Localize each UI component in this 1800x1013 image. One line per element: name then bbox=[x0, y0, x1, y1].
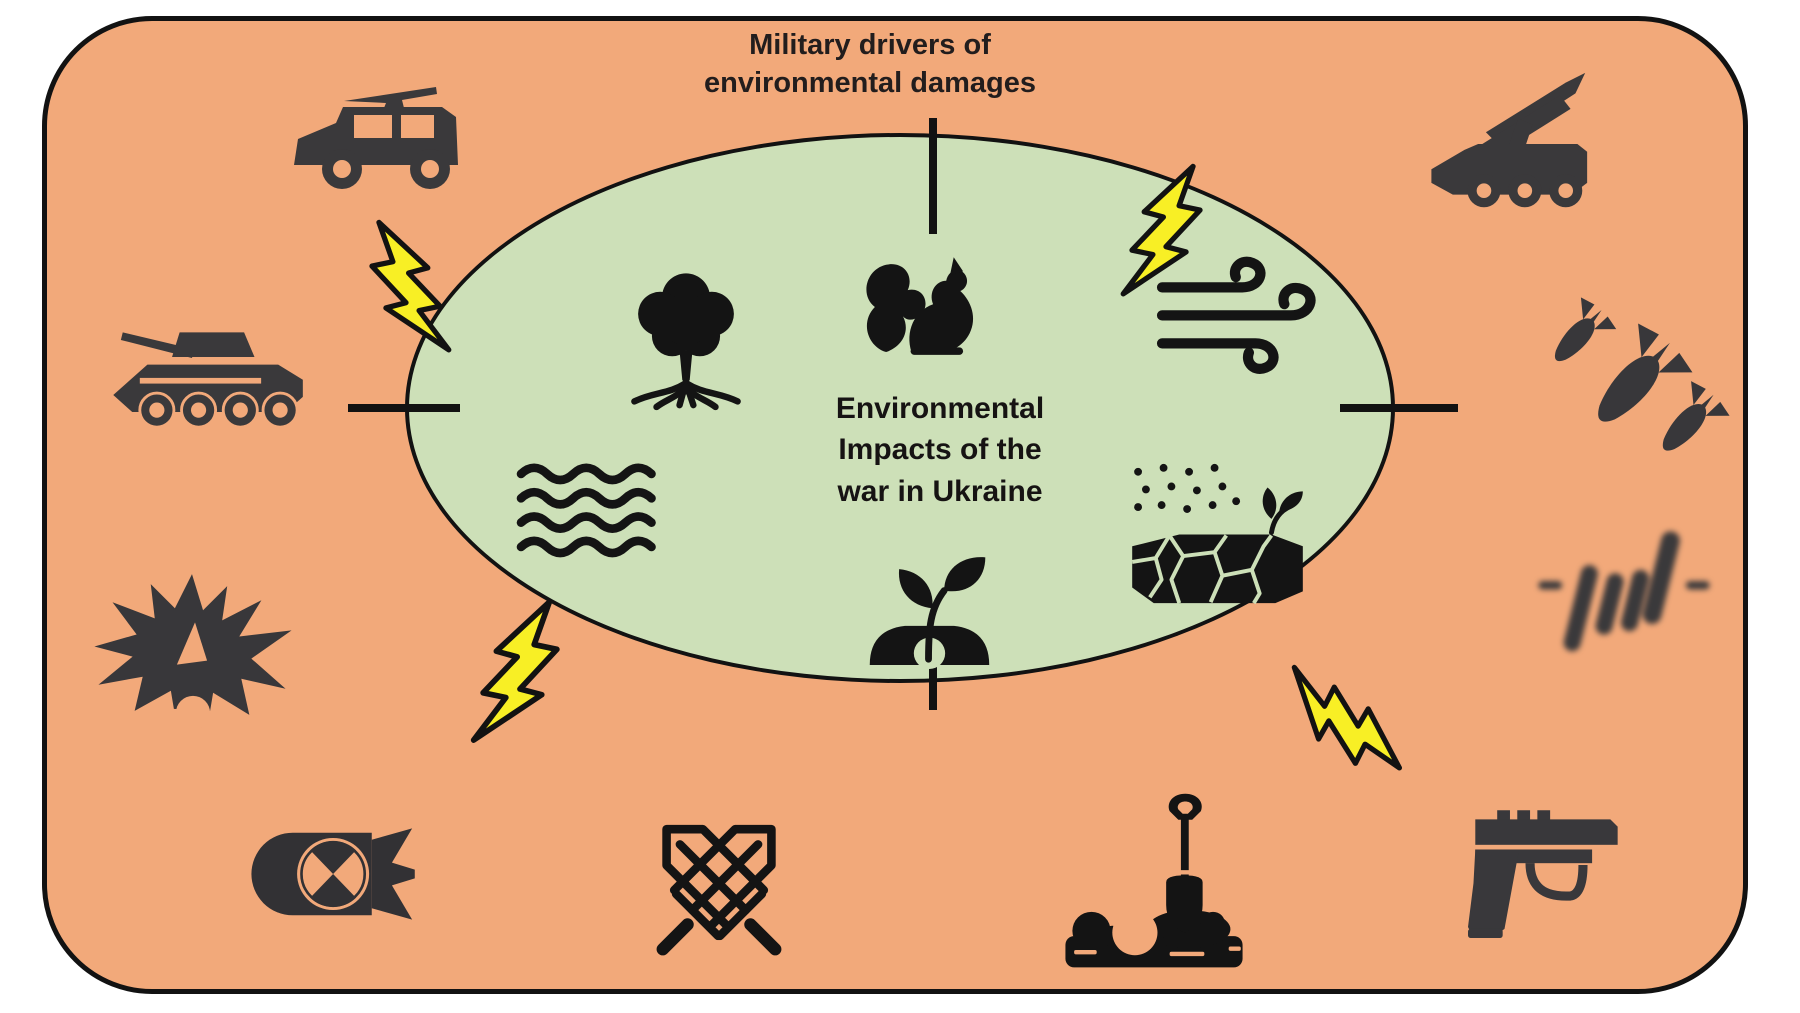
pistol-icon bbox=[1468, 810, 1618, 938]
lightning-bolt-icon-top-left bbox=[369, 219, 452, 353]
divider-tick-top bbox=[929, 118, 937, 234]
squirrel-icon bbox=[866, 257, 974, 355]
dry-cracked-soil-dust-icon bbox=[1131, 463, 1303, 605]
trench-shovel-icon bbox=[1065, 793, 1243, 968]
wind-icon bbox=[1156, 256, 1316, 374]
lightning-bolt-icon-bottom-left bbox=[470, 599, 560, 743]
seedling-in-soil-icon bbox=[869, 557, 990, 669]
divider-tick-right bbox=[1340, 404, 1458, 412]
lightning-bolt-icon-top-right bbox=[1120, 163, 1203, 297]
diagram-title: Military drivers of environmental damage… bbox=[704, 29, 1036, 100]
divider-tick-left bbox=[348, 404, 460, 412]
nuclear-bomb-icon bbox=[251, 828, 415, 920]
armored-personnel-carrier-icon bbox=[113, 332, 303, 429]
water-waves-icon bbox=[516, 463, 656, 558]
lightning-bolt-icon-bottom-right bbox=[1291, 664, 1402, 771]
barbed-wire-icon bbox=[1538, 531, 1710, 652]
military-jeep-icon bbox=[294, 87, 458, 189]
missile-launcher-vehicle-icon bbox=[1431, 72, 1588, 208]
center-label: Environmental Impacts of the war in Ukra… bbox=[835, 392, 1045, 508]
divider-tick-bottom bbox=[929, 634, 937, 710]
crossed-swords-icon bbox=[656, 824, 782, 956]
tree-with-roots-icon bbox=[631, 273, 741, 411]
falling-bombs-icon bbox=[1538, 294, 1733, 467]
explosion-icon bbox=[94, 574, 292, 731]
